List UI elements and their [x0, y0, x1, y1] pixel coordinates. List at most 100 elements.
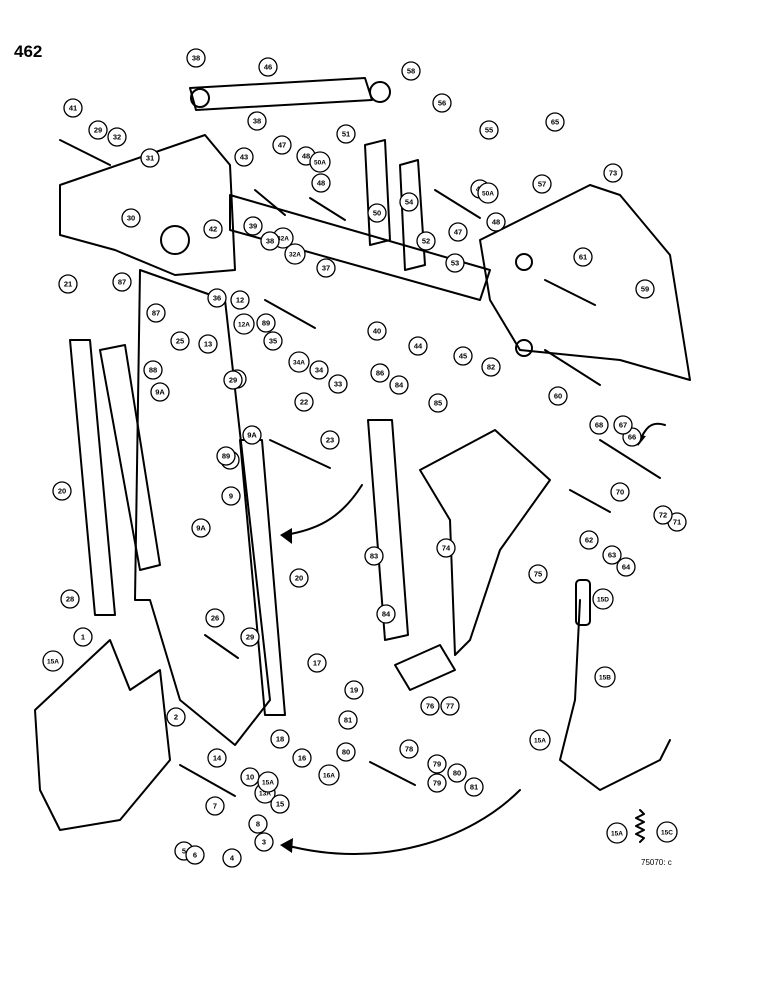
callout-label: 8 [256, 820, 260, 829]
callout-circle [222, 848, 242, 868]
callout-bubble: 87 [112, 272, 132, 292]
callout-label: 29 [246, 633, 254, 642]
callout-circle [401, 61, 421, 81]
callout-bubble: 15 [270, 794, 290, 814]
callout-label: 15A [262, 780, 274, 787]
callout-circle [428, 393, 448, 413]
link-50 [399, 159, 426, 271]
callout-bubble: 34 [309, 360, 329, 380]
callout-label: 80 [342, 748, 350, 757]
callout-label: 84 [395, 381, 404, 390]
callout-circle [186, 48, 206, 68]
callout-label: 83 [370, 552, 378, 561]
callout-label: 87 [118, 278, 126, 287]
callout-label: 72 [659, 511, 667, 520]
callout-bubble: 50 [367, 203, 387, 223]
callout-bubble: 29 [240, 627, 260, 647]
callout-bubble: 50A [309, 151, 331, 173]
spring-15c [635, 809, 645, 843]
callout-bubble: 28 [60, 589, 80, 609]
callout-label: 58 [407, 67, 415, 76]
callout-label: 47 [454, 228, 462, 237]
callout-bubble: 30 [121, 208, 141, 228]
callout-circle [318, 764, 340, 786]
callout-bubble: 85 [428, 393, 448, 413]
callout-label: 42 [209, 225, 217, 234]
callout-label: 40 [373, 327, 381, 336]
cylinder-20-left [69, 339, 116, 616]
callout-bubble: 23 [320, 430, 340, 450]
callout-bubble: 74 [436, 538, 456, 558]
callout-bubble: 57 [532, 174, 552, 194]
callout-circle [58, 274, 78, 294]
callout-circle [548, 386, 568, 406]
callout-bubble: 34A [288, 351, 310, 373]
callout-circle [635, 279, 655, 299]
callout-circle [207, 288, 227, 308]
callout-circle [292, 748, 312, 768]
callout-label: 74 [442, 544, 451, 553]
callout-circle [203, 219, 223, 239]
callout-circle [256, 313, 276, 333]
callout-circle [112, 272, 132, 292]
callout-label: 3 [262, 838, 266, 847]
callout-label: 65 [551, 118, 559, 127]
callout-label: 29 [229, 376, 237, 385]
callout-bubble: 62 [579, 530, 599, 550]
callout-label: 63 [608, 551, 616, 560]
callout-bubble: 89 [216, 446, 236, 466]
callout-bubble: 7 [205, 796, 225, 816]
callout-label: 48 [302, 152, 310, 161]
callout-circle [545, 112, 565, 132]
callout-circle [42, 650, 64, 672]
callout-circle [602, 545, 622, 565]
callout-circle [389, 375, 409, 395]
callout-circle [453, 346, 473, 366]
callout-bubble: 79 [427, 754, 447, 774]
callout-bubble: 9A [191, 518, 211, 538]
callout-bubble: 35 [263, 331, 283, 351]
callout-label: 9A [155, 388, 165, 397]
callout-bubble: 15B [594, 666, 616, 688]
callout-bubble: 53 [445, 253, 465, 273]
callout-label: 9 [229, 492, 233, 501]
callout-bubble: 38 [247, 111, 267, 131]
callout-circle [589, 415, 609, 435]
callout-label: 85 [434, 399, 442, 408]
bucket [479, 184, 691, 381]
link-51 [364, 139, 391, 246]
callout-bubble: 31 [140, 148, 160, 168]
callout-circle [146, 303, 166, 323]
callout-circle [344, 680, 364, 700]
callout-bubble: 60 [548, 386, 568, 406]
callout-label: 19 [350, 686, 358, 695]
callout-bubble: 14 [207, 748, 227, 768]
callout-bubble: 12A [233, 313, 255, 335]
callout-label: 29 [94, 126, 102, 135]
callout-circle [143, 360, 163, 380]
callout-circle [316, 258, 336, 278]
callout-label: 2 [174, 713, 178, 722]
callout-bubble: 77 [440, 696, 460, 716]
reference-code: 75070: c [641, 858, 672, 867]
callout-circle [185, 845, 205, 865]
callout-circle [436, 538, 456, 558]
callout-circle [603, 163, 623, 183]
callout-circle [320, 430, 340, 450]
callout-label: 47 [278, 141, 286, 150]
callout-bubble: 81 [338, 710, 358, 730]
callout-circle [234, 147, 254, 167]
callout-bubble: 78 [399, 739, 419, 759]
boom-cylinder-top [189, 77, 373, 111]
callout-bubble: 84 [376, 604, 396, 624]
callout-circle [656, 821, 678, 843]
callout-bubble: 47 [272, 135, 292, 155]
callout-circle [52, 481, 72, 501]
callout-bubble: 15A [529, 729, 551, 751]
callout-circle [243, 216, 263, 236]
callout-circle [399, 739, 419, 759]
callout-label: 68 [595, 421, 603, 430]
callout-bubble: 86 [370, 363, 390, 383]
callout-label: 81 [344, 716, 352, 725]
callout-label: 15C [661, 830, 673, 837]
